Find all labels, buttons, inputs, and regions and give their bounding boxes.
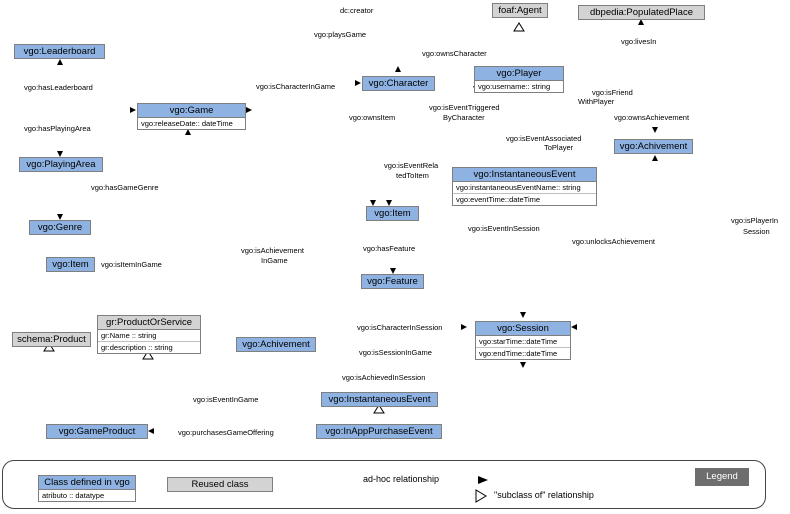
instantaneous-event-class-name: vgo:InstantaneousEvent bbox=[453, 168, 596, 182]
is-achievement-in-label-1: vgo:isAchievement bbox=[241, 246, 304, 255]
purchases-game-offering-label: vgo:purchasesGameOffering bbox=[178, 428, 274, 437]
arrowhead bbox=[571, 324, 577, 330]
arrowhead bbox=[652, 127, 658, 133]
player-username-attr: vgo:username:: string bbox=[478, 82, 551, 91]
game-product-class: vgo:GameProduct bbox=[46, 424, 148, 439]
is-event-triggered-label-2: ByCharacter bbox=[443, 113, 485, 122]
product-name-attr: gr:Name :: string bbox=[98, 330, 200, 342]
playing-area-class: vgo:PlayingArea bbox=[19, 157, 103, 172]
instantaneous-event-time-attr: vgo:eventTime::dateTime bbox=[456, 195, 541, 204]
arrowhead bbox=[130, 107, 136, 113]
instantaneous-event-class-bottom: vgo:InstantaneousEvent bbox=[321, 392, 438, 407]
is-session-in-game-label: vgo:isSessionInGame bbox=[359, 348, 432, 357]
is-item-in-game-label: vgo:isItemInGame bbox=[101, 260, 162, 269]
session-class: vgo:Session vgo:starTime::dateTime vgo:e… bbox=[475, 321, 571, 360]
dc-creator-label: dc:creator bbox=[340, 6, 374, 15]
character-class: vgo:Character bbox=[362, 76, 435, 91]
is-character-in-game-label: vgo:isCharacterInGame bbox=[256, 82, 336, 91]
game-class: vgo:Game vgo:releaseDate:: dateTime bbox=[137, 103, 246, 130]
instantaneous-event-name-attr: vgo:instantaneousEventName:: string bbox=[453, 182, 596, 194]
has-leaderboard-label: vgo:hasLeaderboard bbox=[24, 83, 93, 92]
legend-subclass-label: "subclass of" relationship bbox=[494, 490, 594, 500]
foaf-agent-class: foaf:Agent bbox=[492, 3, 548, 18]
product-or-service-class-name: gr:ProductOrService bbox=[98, 316, 200, 330]
arrowhead bbox=[57, 59, 63, 65]
arrowhead bbox=[652, 155, 658, 161]
in-app-purchase-event-class: vgo:InAppPurchaseEvent bbox=[316, 424, 442, 439]
has-playing-area-label: vgo:hasPlayingArea bbox=[24, 124, 91, 133]
legend-vgo-class-label: Class defined in vgo bbox=[39, 476, 135, 490]
subclass-triangle bbox=[513, 22, 525, 32]
legend-adhoc-label: ad-hoc relationship bbox=[363, 474, 440, 484]
achievement-class-left: vgo:Achivement bbox=[236, 337, 316, 352]
arrowhead bbox=[395, 66, 401, 72]
owns-item-label: vgo:ownsItem bbox=[349, 113, 396, 122]
is-player-in-label-1: vgo:isPlayerIn bbox=[731, 216, 779, 225]
has-game-genre-label: vgo:hasGameGenre bbox=[91, 183, 159, 192]
arrowhead bbox=[520, 362, 526, 368]
arrowhead bbox=[520, 312, 526, 318]
genre-class: vgo:Genre bbox=[29, 220, 91, 235]
session-end-time-attr: vgo:endTime::dateTime bbox=[479, 349, 558, 358]
item-class-center: vgo:Item bbox=[366, 206, 419, 221]
owns-achievement-label: vgo:ownsAchievement bbox=[614, 113, 690, 122]
arrowhead bbox=[461, 324, 467, 330]
feature-class: vgo:Feature bbox=[361, 274, 424, 289]
leaderboard-class: vgo:Leaderboard bbox=[14, 44, 105, 59]
is-friend-label-2: WithPlayer bbox=[578, 97, 615, 106]
legend-title: Legend bbox=[695, 468, 749, 486]
legend-reused-class-sample: Reused class bbox=[167, 477, 273, 492]
instantaneous-event-class: vgo:InstantaneousEvent vgo:instantaneous… bbox=[452, 167, 597, 206]
legend-vgo-class-sample: Class defined in vgo atributo :: datatyp… bbox=[38, 475, 136, 502]
is-character-in-session-label: vgo:isCharacterInSession bbox=[357, 323, 443, 332]
is-achievement-in-label-2: InGame bbox=[261, 256, 288, 265]
achievement-class-right: vgo:Achivement bbox=[614, 139, 693, 154]
is-player-in-label-2: Session bbox=[743, 227, 770, 236]
is-event-associated-label-2: ToPlayer bbox=[544, 143, 574, 152]
game-class-name: vgo:Game bbox=[138, 104, 245, 118]
legend-box bbox=[2, 460, 766, 509]
unlocks-achievement-label: vgo:unlocksAchievement bbox=[572, 237, 655, 246]
arrowhead bbox=[355, 80, 361, 86]
is-friend-label-1: vgo:isFriend bbox=[592, 88, 633, 97]
legend-attr-sample: atributo :: datatype bbox=[42, 491, 105, 500]
has-feature-label: vgo:hasFeature bbox=[363, 244, 416, 253]
is-event-related-label-1: vgo:isEventRela bbox=[384, 161, 439, 170]
plays-game-label: vgo:playsGame bbox=[314, 30, 367, 39]
game-release-date-attr: vgo:releaseDate:: dateTime bbox=[141, 119, 233, 128]
arrowhead bbox=[148, 428, 154, 434]
is-event-related-label-2: tedToItem bbox=[396, 171, 429, 180]
player-class: vgo:Player vgo:username:: string bbox=[474, 66, 564, 93]
session-start-time-attr: vgo:starTime::dateTime bbox=[476, 336, 570, 348]
is-achieved-in-session-label: vgo:isAchievedInSession bbox=[342, 373, 426, 382]
player-class-name: vgo:Player bbox=[475, 67, 563, 81]
is-event-triggered-label-1: vgo:isEventTriggered bbox=[429, 103, 500, 112]
populated-place-class: dbpedia:PopulatedPlace bbox=[578, 5, 705, 20]
lives-in-label: vgo:livesIn bbox=[621, 37, 657, 46]
schema-product-class: schema:Product bbox=[12, 332, 91, 347]
session-class-name: vgo:Session bbox=[476, 322, 570, 336]
product-description-attr: gr:description :: string bbox=[101, 343, 173, 352]
is-event-associated-label-1: vgo:isEventAssociated bbox=[506, 134, 582, 143]
item-class-left: vgo:Item bbox=[46, 257, 95, 272]
is-event-in-game-label: vgo:isEventInGame bbox=[193, 395, 259, 404]
is-event-in-session-label: vgo:isEventInSession bbox=[468, 224, 540, 233]
owns-character-label: vgo:ownsCharacter bbox=[422, 49, 487, 58]
arrowhead bbox=[246, 107, 252, 113]
product-or-service-class: gr:ProductOrService gr:Name :: string gr… bbox=[97, 315, 201, 354]
